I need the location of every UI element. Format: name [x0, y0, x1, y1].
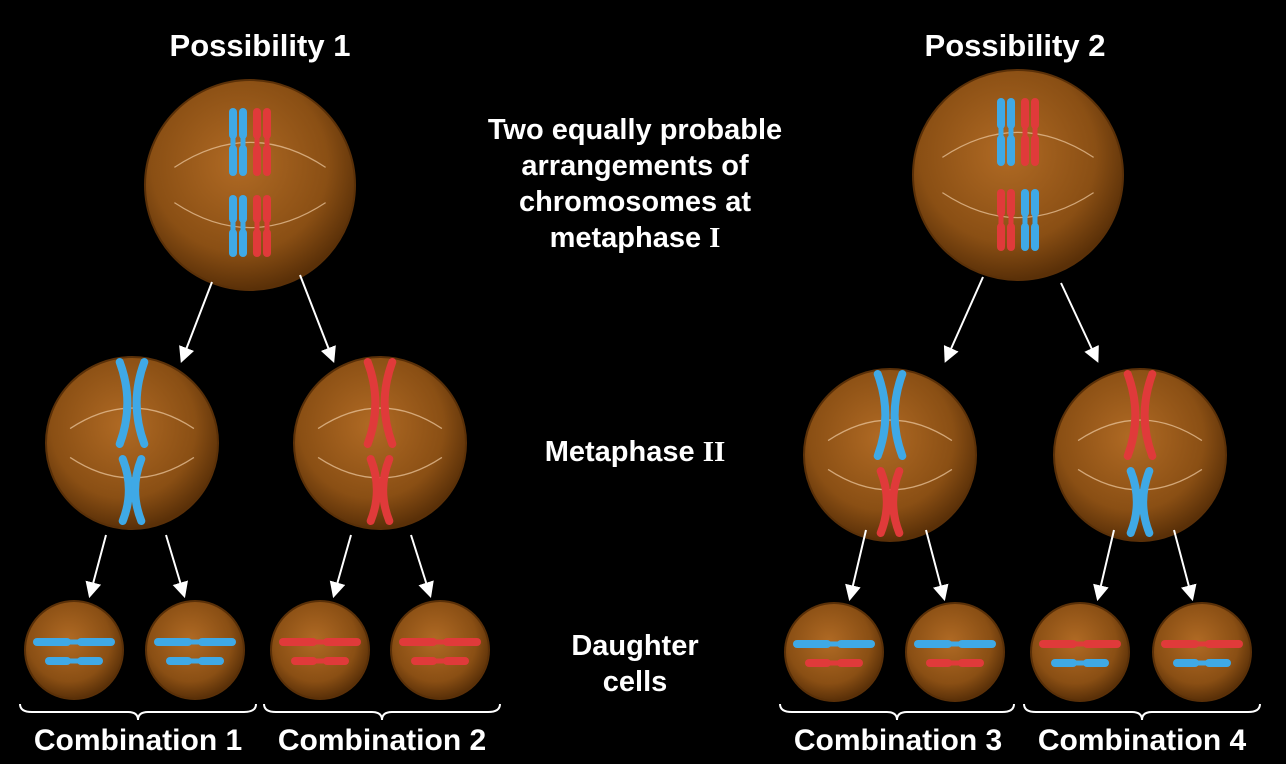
chromatid-top	[279, 638, 361, 646]
daughter-line-2: cells	[602, 666, 668, 698]
daughter-cell-3	[270, 600, 370, 700]
arrow-to-daughter-cell-6	[925, 529, 949, 602]
arrow-to-daughter-cell-7	[1093, 529, 1115, 602]
arrangements-line-4: metaphase I	[430, 220, 840, 256]
combination-3-label: Combination 3	[793, 724, 1003, 757]
metaphase-2-label: Metaphase II	[480, 434, 790, 470]
arrow-to-daughter-cell-2	[165, 534, 188, 599]
combination-3-bracket	[779, 703, 1015, 721]
chromosome-x-top	[1123, 370, 1157, 460]
chromosome-blue-pair-bottom	[229, 195, 247, 257]
chromatid-bottom	[805, 659, 863, 667]
chromatid-bottom	[166, 657, 224, 665]
chromosome-red-pair-bottom	[997, 189, 1015, 251]
chromosome-blue-pair-top	[997, 98, 1015, 166]
chromosome-red-pair-top	[1021, 98, 1039, 166]
arrangements-label: Two equally probable arrangements of chr…	[430, 112, 840, 256]
metaphase-2-cell-1	[45, 356, 219, 530]
chromosome-x-top	[363, 358, 397, 448]
arrangements-roman-numeral: I	[709, 222, 721, 254]
metaphase-2-cell-2	[293, 356, 467, 530]
combination-4-label: Combination 4	[1037, 724, 1247, 757]
daughter-cell-4	[390, 600, 490, 700]
metaphase-2-text: Metaphase	[544, 436, 703, 468]
daughter-cell-6	[905, 602, 1005, 702]
arrangements-line-1: Two equally probable	[487, 114, 783, 146]
arrow-to-daughter-cell-5	[845, 529, 867, 602]
combination-1-bracket	[19, 703, 257, 721]
metaphase-2-roman-numeral: II	[702, 436, 726, 468]
chromatid-top	[1039, 640, 1121, 648]
arrow-to-metaphase-2-cell-2	[299, 274, 336, 363]
arrow-to-daughter-cell-8	[1173, 529, 1197, 602]
chromosome-x-top	[115, 358, 149, 448]
chromosome-blue-pair-bottom	[1021, 189, 1039, 251]
chromatid-top	[914, 640, 996, 648]
combination-1-label: Combination 1	[33, 724, 243, 757]
chromatid-bottom	[411, 657, 469, 665]
chromatid-top	[33, 638, 115, 646]
chromatid-bottom	[926, 659, 984, 667]
possibility-1-heading: Possibility 1	[169, 28, 351, 63]
daughter-cell-1	[24, 600, 124, 700]
chromosome-x-top	[873, 370, 907, 460]
metaphase-1-cell-possibility-1	[144, 79, 356, 291]
chromatid-top	[154, 638, 236, 646]
arrow-to-daughter-cell-4	[410, 534, 434, 599]
chromatid-bottom	[291, 657, 349, 665]
arrow-to-metaphase-2-cell-3	[943, 276, 984, 363]
arrow-to-metaphase-2-cell-1	[179, 281, 213, 363]
chromatid-top	[793, 640, 875, 648]
combination-2-bracket	[263, 703, 501, 721]
chromosome-x-bottom	[1126, 467, 1154, 537]
daughter-cell-2	[145, 600, 245, 700]
chromosome-red-pair-bottom	[253, 195, 271, 257]
arrow-to-daughter-cell-1	[85, 534, 107, 599]
chromosome-x-bottom	[366, 455, 394, 525]
daughter-cell-5	[784, 602, 884, 702]
metaphase-2-cell-3	[803, 368, 977, 542]
metaphase-1-cell-possibility-2	[912, 69, 1124, 281]
combination-4-bracket	[1023, 703, 1261, 721]
arrow-to-daughter-cell-3	[329, 534, 352, 599]
daughter-cell-8	[1152, 602, 1252, 702]
chromatid-bottom	[1051, 659, 1109, 667]
chromatid-top	[1161, 640, 1243, 648]
chromosome-x-bottom	[118, 455, 146, 525]
chromatid-bottom	[45, 657, 103, 665]
arrow-to-metaphase-2-cell-4	[1060, 282, 1099, 363]
chromatid-top	[399, 638, 481, 646]
chromosome-red-pair-top	[253, 108, 271, 176]
arrangements-line-3: chromosomes at	[518, 186, 752, 218]
arrangements-line-4-text: metaphase	[549, 222, 710, 254]
combination-2-label: Combination 2	[277, 724, 487, 757]
possibility-2-heading: Possibility 2	[924, 28, 1106, 63]
metaphase-2-cell-4	[1053, 368, 1227, 542]
arrangements-line-2: arrangements of	[521, 150, 749, 182]
daughter-line-1: Daughter	[571, 630, 699, 662]
daughter-cells-label: Daughter cells	[520, 628, 750, 700]
chromosome-x-bottom	[876, 467, 904, 537]
daughter-cell-7	[1030, 602, 1130, 702]
chromosome-blue-pair-top	[229, 108, 247, 176]
chromatid-bottom	[1173, 659, 1231, 667]
